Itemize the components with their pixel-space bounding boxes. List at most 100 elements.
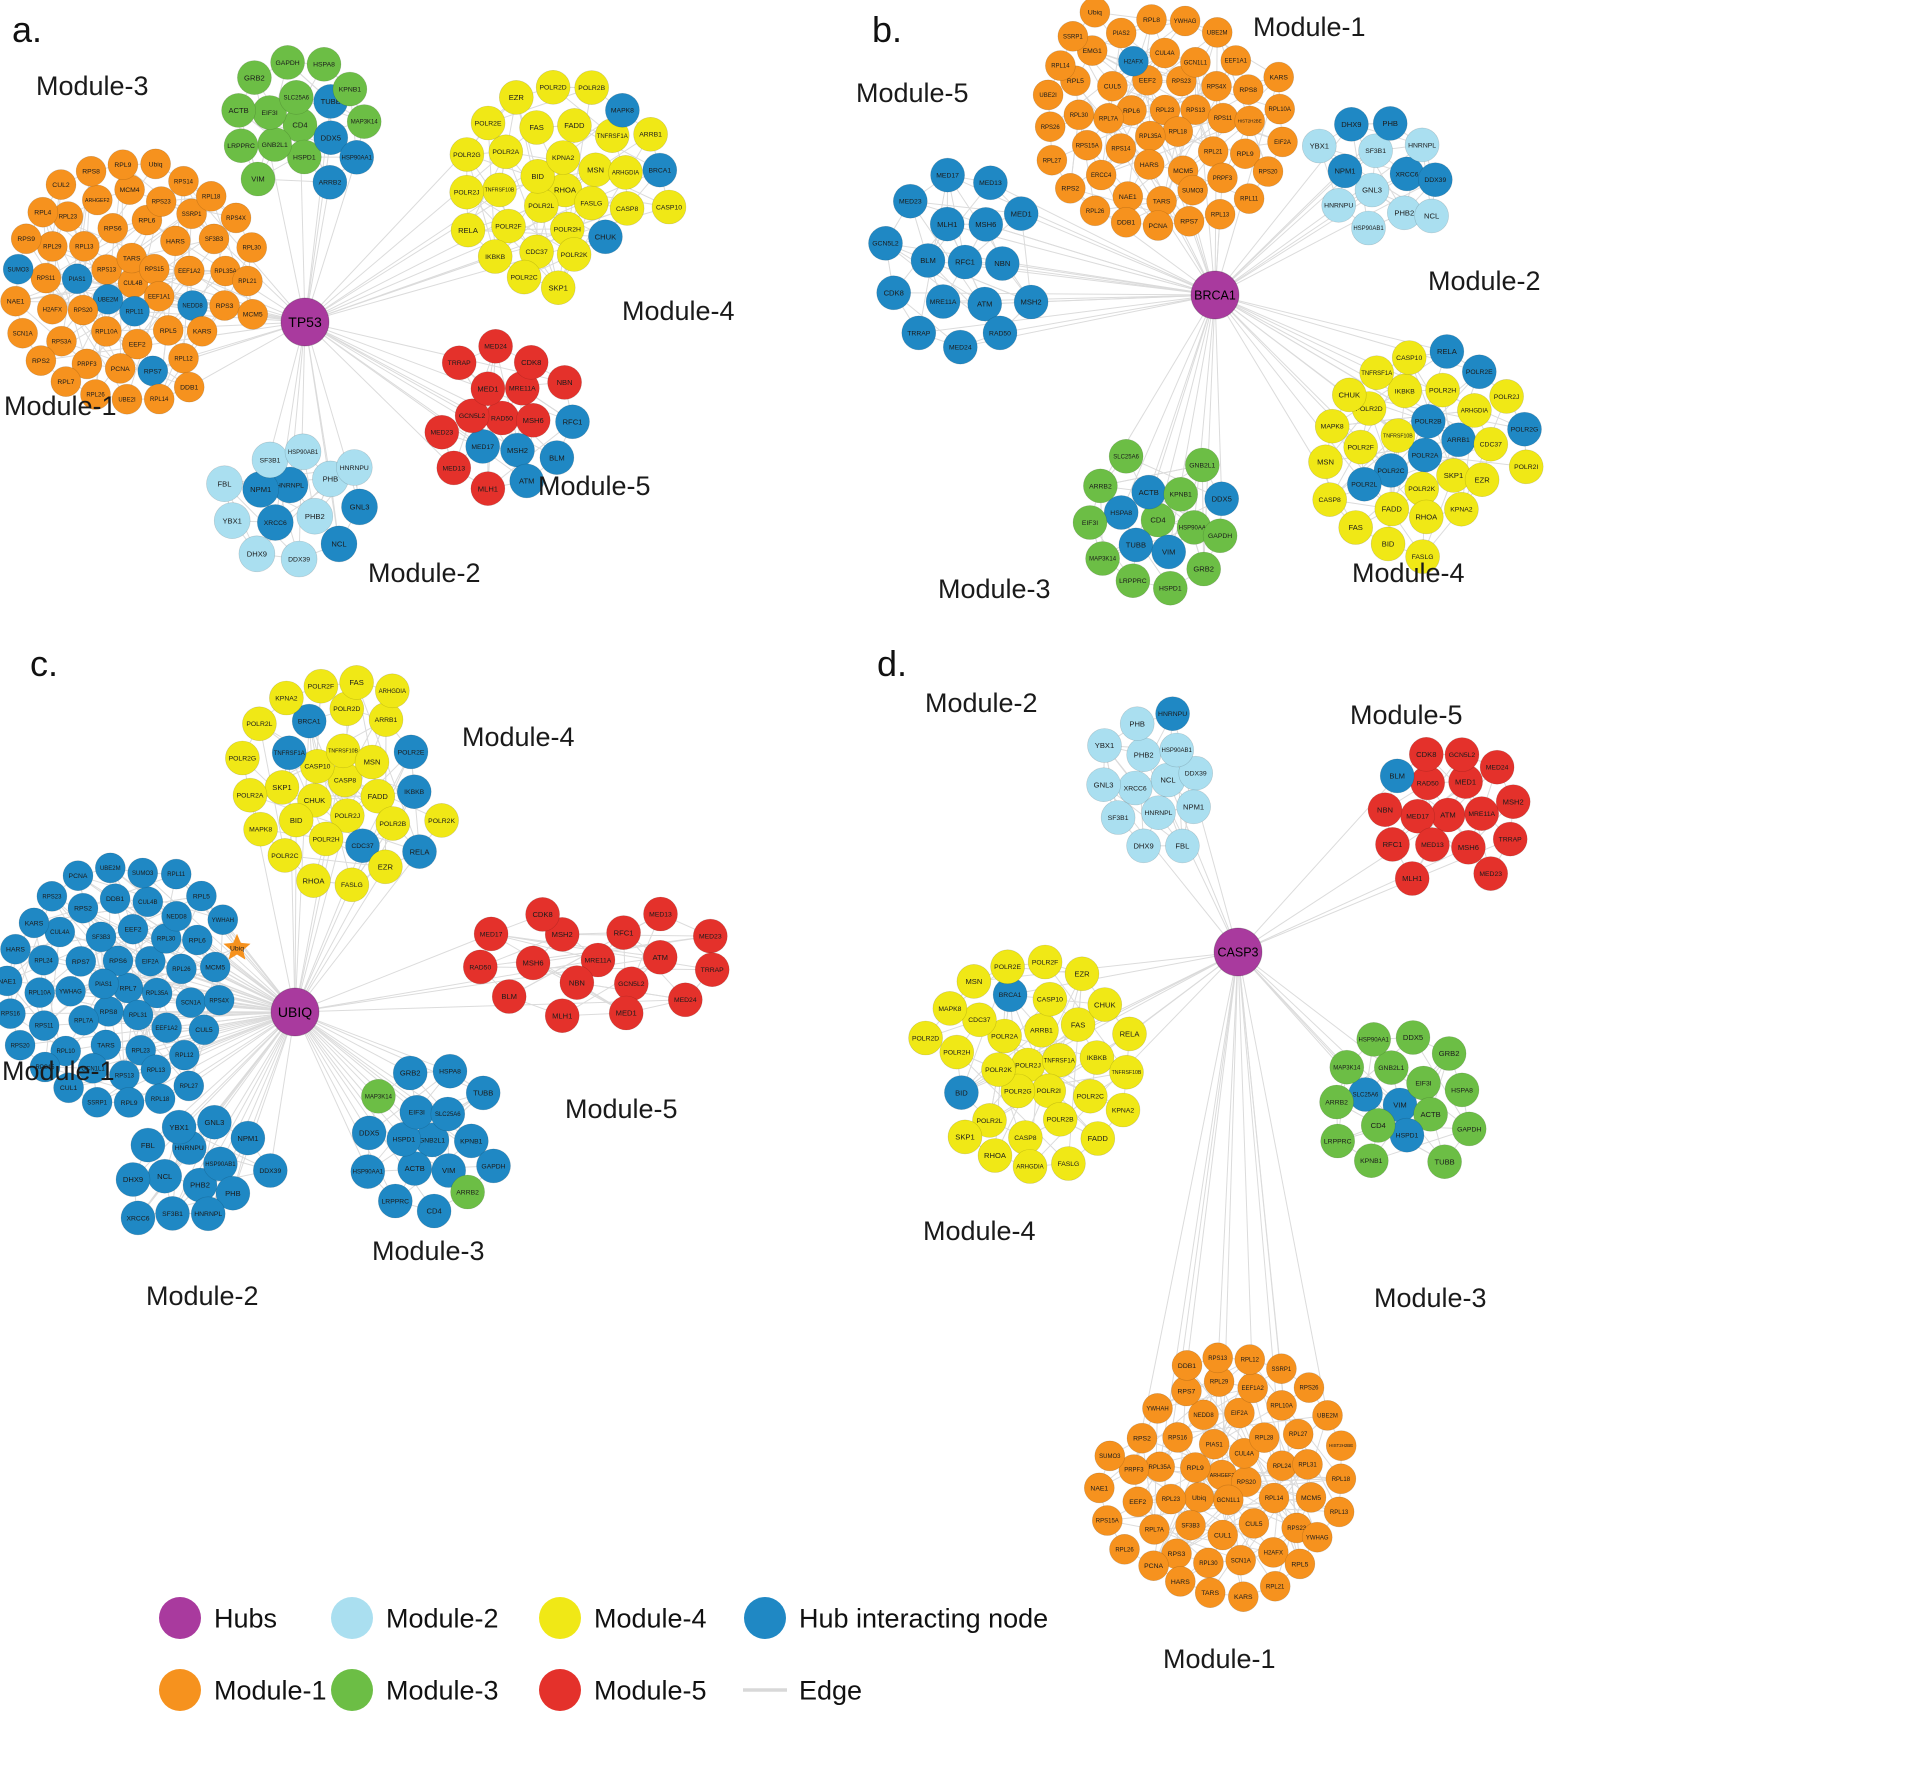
network-node[interactable]: SCN1A [1225, 1544, 1256, 1576]
network-node[interactable]: FAS [1060, 1007, 1096, 1042]
network-node[interactable]: MSH6 [515, 402, 551, 438]
network-node[interactable]: ATM [642, 939, 678, 975]
network-node[interactable]: ACTB [397, 1151, 433, 1186]
network-node[interactable]: KPNB1 [332, 71, 368, 107]
network-node[interactable]: UBE2I [111, 383, 143, 415]
network-node[interactable]: RELA [402, 834, 437, 869]
network-node[interactable]: RPS3A [46, 325, 77, 357]
network-node[interactable]: NAE1 [1084, 1472, 1115, 1504]
network-node[interactable]: FAS [1338, 510, 1373, 545]
network-node[interactable]: EEF1A1 [1220, 45, 1252, 76]
network-node[interactable]: POLR2H [308, 821, 344, 857]
network-node[interactable]: RPL27 [173, 1070, 205, 1102]
network-node[interactable]: POLR2D [908, 1020, 943, 1056]
network-node[interactable]: SUMO3 [1094, 1440, 1126, 1472]
network-node[interactable]: SCN1A [7, 317, 38, 349]
network-node[interactable]: RPS26 [1293, 1372, 1325, 1403]
network-node[interactable]: HNRNPU [1155, 696, 1190, 732]
network-node[interactable]: RPS20 [1252, 156, 1284, 187]
network-node[interactable]: MAPK8 [605, 93, 640, 128]
network-node[interactable]: LRPPRC [223, 128, 259, 163]
network-node[interactable]: SKP1 [264, 770, 300, 805]
network-node[interactable]: RELA [1429, 334, 1465, 369]
network-node[interactable]: PRPF3 [1207, 162, 1238, 194]
network-node[interactable]: MCM5 [199, 951, 231, 983]
network-node[interactable]: MED17 [473, 916, 509, 952]
network-node[interactable]: SUMO3 [127, 857, 158, 889]
network-node[interactable]: RPL12 [1234, 1344, 1266, 1375]
network-node[interactable]: EEF2 [1122, 1486, 1154, 1518]
network-node[interactable]: CUL4A [1149, 37, 1181, 69]
network-node[interactable]: NBN [1367, 792, 1403, 828]
network-node[interactable]: RPL30 [1063, 99, 1095, 131]
network-node[interactable]: MAPK8 [243, 811, 278, 847]
network-node[interactable]: CDK8 [876, 275, 912, 311]
network-node[interactable]: GCN5L2 [613, 966, 649, 1002]
network-node[interactable]: ARRB2 [1319, 1084, 1354, 1120]
network-node[interactable]: RPL31 [122, 999, 154, 1031]
network-node[interactable]: RPL21 [1197, 136, 1229, 167]
network-node[interactable]: RPS13 [1180, 94, 1211, 125]
network-node[interactable]: GCN1L1 [1213, 1484, 1244, 1516]
network-node[interactable]: RPS26 [1034, 111, 1066, 142]
network-node[interactable]: CASP10 [651, 189, 687, 225]
network-node[interactable]: ARRB1 [633, 117, 668, 152]
network-node[interactable]: DDB1 [1110, 207, 1142, 238]
network-node[interactable]: RPS15 [29, 1051, 61, 1083]
network-node[interactable]: FBL [206, 465, 243, 503]
network-node[interactable]: MAPK8 [1314, 408, 1350, 444]
network-node[interactable]: MSH2 [1495, 784, 1531, 820]
network-node[interactable]: CDK8 [513, 344, 549, 380]
network-node[interactable]: NPM1 [230, 1120, 266, 1156]
network-node[interactable]: MCM5 [1295, 1482, 1327, 1513]
network-node[interactable]: MED13 [643, 896, 678, 932]
network-node[interactable]: MCM5 [237, 298, 268, 330]
network-node[interactable]: CDC37 [345, 828, 380, 864]
network-node[interactable]: MLH1 [929, 206, 965, 242]
network-node[interactable]: HSP90AB1 [203, 1146, 238, 1182]
network-node[interactable]: HARS [0, 933, 31, 965]
network-node[interactable]: HSPA8 [306, 47, 342, 82]
network-node[interactable]: KARS [18, 907, 50, 939]
network-node[interactable]: ARRB2 [312, 165, 348, 200]
network-node[interactable]: TNFRSF1A [1359, 355, 1394, 391]
network-node[interactable]: MSH2 [1013, 284, 1049, 320]
network-node[interactable]: RPL14 [1258, 1482, 1290, 1514]
network-node[interactable]: FADD [360, 778, 396, 814]
network-node[interactable]: MSH2 [500, 432, 535, 468]
network-node[interactable]: ARRB1 [1024, 1013, 1059, 1048]
network-node[interactable]: MAP3K14 [361, 1079, 396, 1114]
network-node-star[interactable]: Ubiq [223, 933, 251, 960]
network-node[interactable]: POLR2F [1343, 429, 1378, 465]
network-node[interactable]: RPS23 [145, 186, 177, 217]
network-node[interactable]: RPS11 [1207, 102, 1239, 134]
network-node[interactable]: XRCC6 [1117, 770, 1153, 806]
network-node[interactable]: POLR2K [556, 237, 592, 272]
network-node[interactable]: POLR2E [470, 105, 506, 141]
network-node[interactable]: TUBB [465, 1075, 501, 1111]
network-node[interactable]: GRB2 [1186, 551, 1221, 587]
network-node[interactable]: RPL7A [1093, 103, 1124, 134]
network-node[interactable]: DDX39 [252, 1153, 288, 1188]
network-node[interactable]: RPS4X [203, 984, 235, 1016]
network-node[interactable]: YWHAG [55, 975, 86, 1007]
network-node[interactable]: FADD [557, 108, 592, 143]
network-node[interactable]: GCN5L2 [1444, 737, 1480, 772]
network-node[interactable]: EEF1A2 [151, 1012, 182, 1043]
network-node[interactable]: CHUK [1087, 987, 1123, 1022]
network-node[interactable]: ATM [509, 463, 545, 499]
network-node[interactable]: GCN1L1 [1180, 46, 1211, 78]
network-node[interactable]: HSP90AB1 [284, 433, 322, 471]
network-node[interactable]: RPS13 [1202, 1342, 1233, 1374]
network-node[interactable]: NEDD8 [1188, 1399, 1219, 1431]
network-node[interactable]: NAE1 [0, 285, 31, 317]
network-node[interactable]: RPL9 [1229, 138, 1261, 169]
network-node[interactable]: RPS11 [30, 262, 62, 294]
network-node[interactable]: MED24 [478, 328, 513, 364]
network-node[interactable]: RHOA [296, 863, 331, 898]
network-node[interactable]: MED13 [1415, 827, 1450, 862]
network-node[interactable]: RPS4X [1201, 70, 1232, 102]
network-node[interactable]: KPNA2 [1105, 1092, 1141, 1128]
network-node[interactable]: RPL18 [144, 1083, 176, 1114]
network-node[interactable]: RPS6 [102, 945, 134, 977]
